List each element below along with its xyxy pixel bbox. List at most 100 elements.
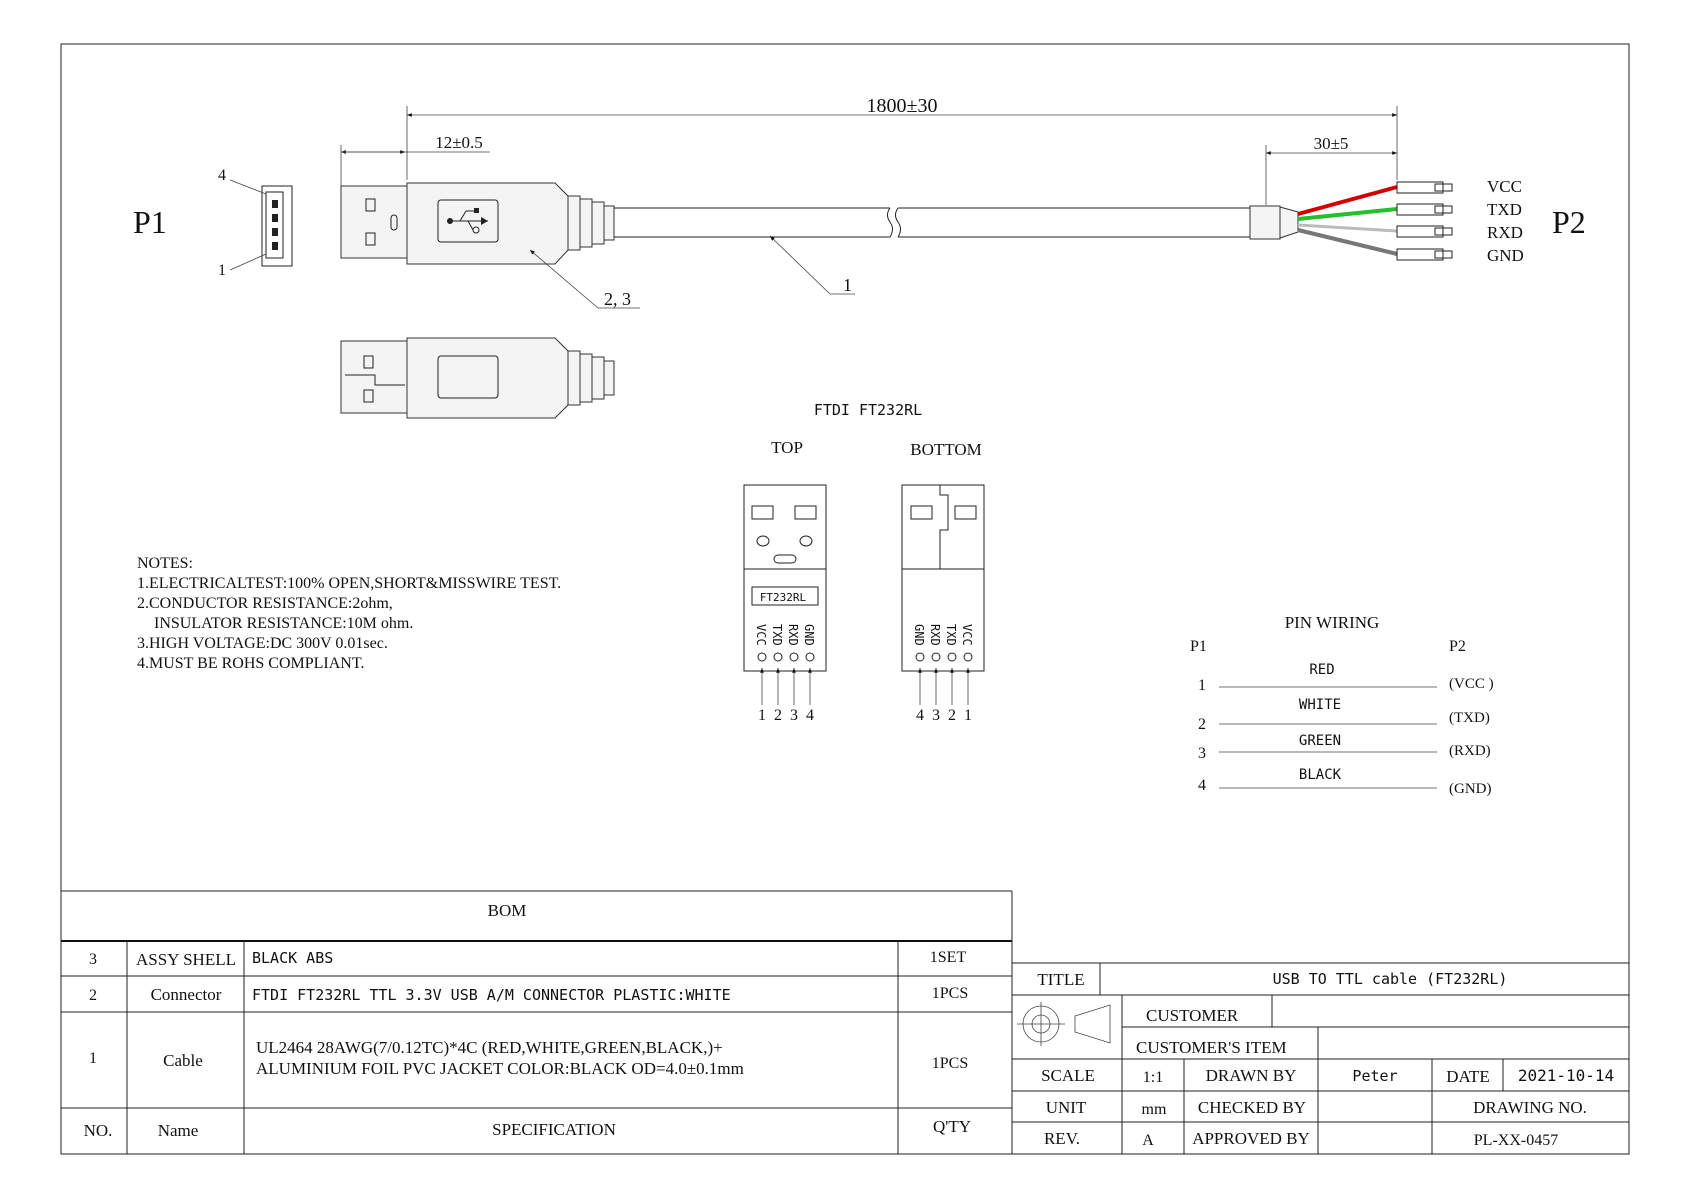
tb-date-label: DATE (1446, 1067, 1489, 1086)
pin-row-1-p1: 1 (1198, 677, 1206, 694)
wire-green (1297, 207, 1398, 221)
bottom-pin-rxd: RXD (928, 624, 942, 646)
terminals (1396, 181, 1453, 261)
tb-scale-value: 1:1 (1143, 1069, 1163, 1086)
pin-row-1-color: RED (1309, 662, 1334, 678)
pin-row-3-p2: (RXD) (1449, 743, 1491, 759)
tb-unit-value: mm (1142, 1101, 1167, 1118)
svg-text:1: 1 (843, 275, 852, 295)
pin-row-3-p1: 3 (1198, 745, 1206, 762)
dimension-overall: 1800±30 (406, 95, 1398, 180)
bom-row-1-qty: 1PCS (932, 1055, 968, 1072)
bom-row-2-name: Connector (151, 985, 222, 1004)
top-pin-txd: TXD (770, 624, 784, 646)
bottom-num-1: 1 (964, 707, 972, 724)
p1-label: P1 (133, 204, 167, 240)
svg-text:2, 3: 2, 3 (604, 289, 631, 309)
top-pin-vcc: VCC (754, 624, 768, 646)
pin-wiring-title: PIN WIRING (1285, 613, 1380, 632)
bottom-num-4: 4 (916, 707, 924, 724)
tb-unit-label: UNIT (1046, 1098, 1087, 1117)
top-pin-gnd: GND (802, 624, 816, 646)
bom-row-1-spec-line1: UL2464 28AWG(7/0.12TC)*4C (RED,WHITE,GRE… (256, 1038, 723, 1057)
dimension-plug-text: 12±0.5 (435, 133, 483, 152)
dimension-plug: 12±0.5 (340, 133, 490, 190)
bom-header-spec: SPECIFICATION (492, 1120, 616, 1139)
wire-red (1297, 185, 1398, 216)
ftdi-top-arrows (760, 668, 812, 705)
bom-row-2-qty: 1PCS (932, 985, 968, 1002)
note-4: 4.MUST BE ROHS COMPLIANT. (137, 655, 364, 672)
bom-row-3-name: ASSY SHELL (136, 950, 236, 969)
usb-logo-box (437, 199, 499, 243)
bom-row-1-spec-line2: ALUMINIUM FOIL PVC JACKET COLOR:BLACK OD… (256, 1059, 744, 1078)
bom-row-2-no: 2 (89, 987, 97, 1004)
note-3: 3.HIGH VOLTAGE:DC 300V 0.01sec. (137, 635, 388, 652)
tb-rev-label: REV. (1044, 1129, 1080, 1148)
bottom-num-2: 2 (948, 707, 956, 724)
bom-header-name: Name (158, 1121, 199, 1140)
pin4-label: 4 (218, 167, 226, 184)
usb-face-view: 4 1 (218, 167, 293, 279)
ftdi-board-top: FT232RL (743, 484, 827, 672)
pin-row-4-color: BLACK (1299, 767, 1342, 783)
top-pin-rxd: RXD (786, 624, 800, 646)
chip-label-top: FT232RL (760, 591, 807, 604)
bom-header-no: NO. (84, 1121, 113, 1140)
ftdi-top-label: TOP (771, 438, 803, 457)
tb-checked-by-label: CHECKED BY (1198, 1098, 1306, 1117)
callout-connector: 2, 3 (529, 249, 640, 309)
tb-title-value: USB TO TTL cable (FT232RL) (1273, 970, 1508, 988)
bom-row-3-spec: BLACK ABS (252, 949, 333, 967)
pin-row-1-p2: (VCC ) (1449, 676, 1494, 692)
bom-row-1-no: 1 (89, 1050, 97, 1067)
tb-date-value: 2021-10-14 (1518, 1066, 1614, 1085)
wire-white (1297, 223, 1398, 233)
bom-row-3-qty: 1SET (930, 949, 967, 966)
bom-row-1-name: Cable (163, 1051, 203, 1070)
note-1: 1.ELECTRICALTEST:100% OPEN,SHORT&MISSWIR… (137, 575, 561, 592)
note-2: 2.CONDUCTOR RESISTANCE:2ohm, (137, 595, 393, 612)
usb-connector-top (340, 182, 615, 265)
usb-logo-icon (447, 208, 488, 234)
pin-row-4-p2: (GND) (1449, 781, 1492, 797)
ftdi-title: FTDI FT232RL (814, 401, 922, 419)
tb-scale-label: SCALE (1041, 1066, 1095, 1085)
tb-drawn-by-label: DRAWN BY (1206, 1066, 1297, 1085)
tb-rev-value: A (1142, 1132, 1154, 1149)
pin-row-2-p2: (TXD) (1449, 710, 1490, 726)
bom-row-2-spec: FTDI FT232RL TTL 3.3V USB A/M CONNECTOR … (252, 986, 731, 1004)
bottom-num-3: 3 (932, 707, 940, 724)
tb-drawing-no-label: DRAWING NO. (1473, 1098, 1587, 1117)
wire-black (1297, 228, 1398, 256)
top-num-3: 3 (790, 707, 798, 724)
sheet-border (60, 43, 1630, 1155)
ftdi-bottom-label: BOTTOM (910, 440, 981, 459)
dimension-overall-text: 1800±30 (867, 95, 938, 117)
bottom-pin-gnd: GND (912, 624, 926, 646)
wires (1297, 185, 1398, 256)
p2-label: P2 (1552, 204, 1586, 240)
tb-drawing-no-value: PL-XX-0457 (1474, 1132, 1558, 1149)
pin1-label: 1 (218, 262, 226, 279)
pin-row-4-p1: 4 (1198, 777, 1206, 794)
p2-pin-gnd: GND (1487, 246, 1524, 265)
pin-row-2-p1: 2 (1198, 716, 1206, 733)
usb-connector-side (340, 337, 615, 419)
notes-block: NOTES: 1.ELECTRICALTEST:100% OPEN,SHORT&… (137, 555, 561, 672)
p2-pin-vcc: VCC (1487, 177, 1522, 196)
p2-pin-txd: TXD (1487, 200, 1522, 219)
bottom-pin-vcc: VCC (960, 624, 974, 646)
pin-wiring-p1: P1 (1190, 638, 1207, 655)
bom-header-qty: Q'TY (933, 1117, 971, 1136)
pin-row-3-color: GREEN (1299, 733, 1341, 749)
tb-drawn-by-value: Peter (1352, 1067, 1397, 1085)
tb-title-label: TITLE (1037, 970, 1084, 989)
dimension-strip: 30±5 (1265, 134, 1397, 205)
note-2b: INSULATOR RESISTANCE:10M ohm. (154, 615, 413, 632)
callout-cable: 1 (769, 235, 855, 295)
bom-title: BOM (488, 901, 527, 920)
top-num-2: 2 (774, 707, 782, 724)
bom-table: BOM 3 ASSY SHELL BLACK ABS 1SET 2 Connec… (61, 890, 1013, 1154)
